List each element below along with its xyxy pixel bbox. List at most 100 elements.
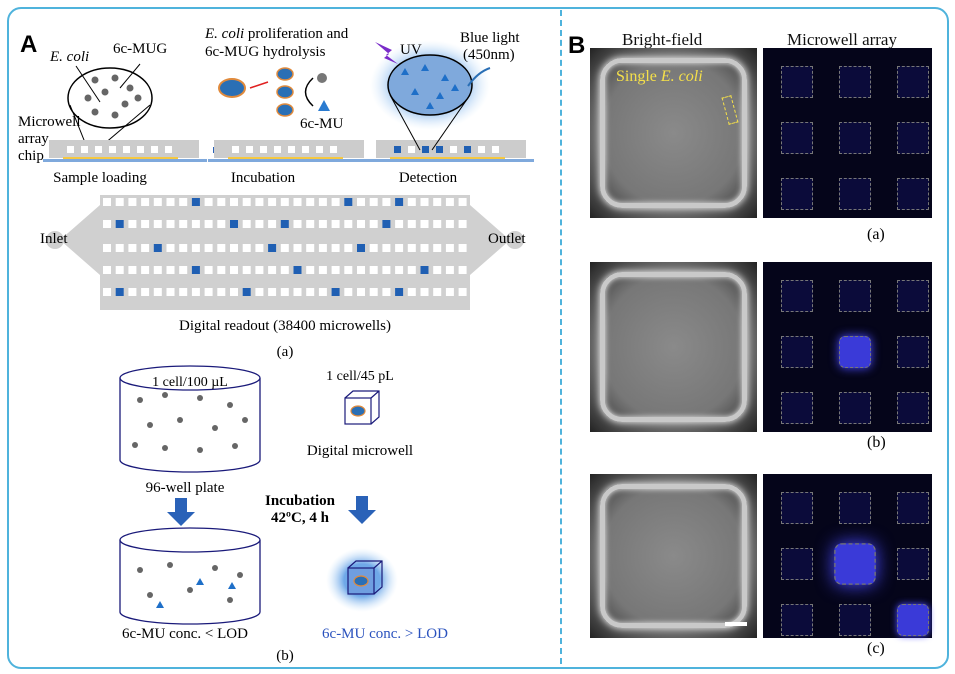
chip-well: [95, 146, 102, 153]
microwell-cell: [897, 392, 929, 424]
microwell: [204, 198, 213, 206]
chip-well: [260, 146, 267, 153]
microwell: [458, 198, 467, 206]
microwell: [166, 220, 175, 228]
microwell-cell: [781, 492, 813, 524]
chip-base: [370, 159, 534, 162]
microwell: [344, 266, 353, 274]
arrow-down-icon: [167, 498, 195, 526]
microwell: [179, 220, 188, 228]
microwell: [293, 198, 302, 206]
microwell: [179, 266, 188, 274]
microwell-cell: [897, 66, 929, 98]
microwell-concentration: 1 cell/45 pL: [326, 369, 394, 384]
microwell: [204, 266, 213, 274]
microwell-cell: [897, 548, 929, 580]
sub-label-a: (a): [277, 344, 294, 360]
lit-microwell: [153, 244, 162, 252]
microwell-cell: [781, 122, 813, 154]
microwell: [255, 288, 264, 296]
microwell-cell: [839, 336, 871, 368]
chip-channel: [63, 157, 178, 159]
microwell: [217, 220, 226, 228]
microwell: [141, 198, 150, 206]
zoom-circle-detection: [387, 54, 473, 116]
microwell: [268, 266, 277, 274]
mug-molecule: [137, 397, 143, 403]
microwell: [141, 266, 150, 274]
microwell: [306, 266, 315, 274]
microwell-cell: [781, 178, 813, 210]
lit-microwell: [191, 198, 200, 206]
mu-triangle: [441, 74, 449, 81]
lit-microwell: [230, 220, 238, 228]
digital-readout-label: Digital readout (38400 microwells): [179, 318, 391, 334]
proliferation-label: E. coli proliferation and: [204, 26, 349, 42]
microwell: [230, 288, 238, 296]
inlet-port: [46, 231, 64, 249]
microwell: [445, 266, 454, 274]
mug-molecule: [197, 395, 203, 401]
chip-well: [408, 146, 415, 153]
microwell: [153, 266, 162, 274]
microwell: [420, 244, 429, 252]
microwell: [369, 266, 378, 274]
chip-well: [450, 146, 457, 153]
microwell: [230, 198, 238, 206]
arrow-down-icon: [348, 496, 376, 524]
mu-triangle: [451, 84, 459, 91]
microwell: [280, 244, 289, 252]
incubated-plate-cylinder: [119, 527, 261, 625]
microwell: [369, 198, 378, 206]
mug-molecule: [134, 94, 142, 102]
mu-triangle: [411, 88, 419, 95]
scale-bar: [725, 622, 747, 626]
lit-microwell: [344, 198, 353, 206]
panel-b: B Bright-field Microwell array Single E.…: [562, 0, 952, 674]
microwell: [153, 220, 162, 228]
microwell: [306, 288, 315, 296]
chip-well: [302, 146, 309, 153]
microwell: [128, 266, 137, 274]
brightfield-image-b: [590, 262, 757, 432]
microwell-cell: [781, 392, 813, 424]
lit-microwell: [331, 288, 340, 296]
lit-microwell: [395, 198, 404, 206]
microwell: [369, 244, 378, 252]
microwell: [217, 198, 226, 206]
chip-well: [464, 146, 471, 153]
brightfield-image-c: [590, 474, 757, 638]
chip-well: [492, 146, 499, 153]
microwell-cell: [839, 604, 871, 636]
sub-label-c: (c): [867, 640, 885, 657]
mug-molecule: [132, 442, 138, 448]
mug-molecule: [212, 425, 218, 431]
plate-concentration: 1 cell/100 µL: [152, 375, 228, 390]
chip-well: [316, 146, 323, 153]
microwell: [306, 198, 315, 206]
panel-b-label: B: [568, 32, 586, 59]
mug-molecules: [84, 74, 142, 119]
mug-molecule: [167, 562, 173, 568]
chip-well: [123, 146, 130, 153]
microwell: [255, 198, 264, 206]
microwell: [407, 220, 416, 228]
microwell: [458, 244, 467, 252]
microwell: [395, 266, 404, 274]
microwell: [179, 198, 188, 206]
microwell: [318, 288, 327, 296]
microwell: [344, 288, 353, 296]
microwell-cell: [781, 604, 813, 636]
zoom-circle-loading: [67, 67, 153, 129]
microwell: [369, 220, 378, 228]
mug-molecule: [232, 443, 238, 449]
ecoli-highlight-box: [721, 95, 739, 125]
microwell: [445, 220, 454, 228]
microwell: [293, 220, 302, 228]
incubation-label: Incubation: [265, 493, 336, 509]
microwell-cell: [839, 66, 871, 98]
sub-label-b: (b): [276, 648, 294, 664]
plate-label: 96-well plate: [146, 480, 225, 496]
lit-microwell: [280, 220, 289, 228]
microwell: [230, 244, 238, 252]
